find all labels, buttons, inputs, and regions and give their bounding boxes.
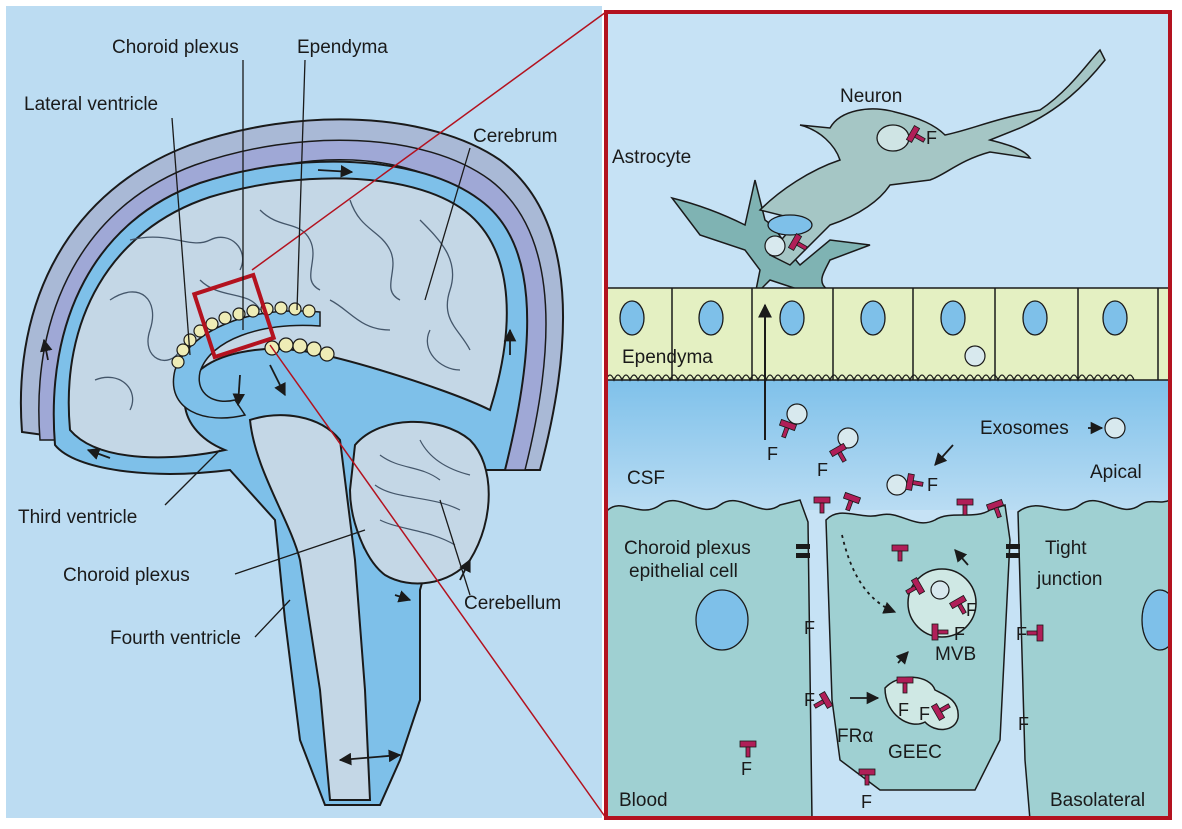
nucleus-icon	[1023, 301, 1047, 335]
label-choroid-plexus-top: Choroid plexus	[112, 37, 239, 58]
nucleus-icon	[1142, 590, 1178, 650]
label-astrocyte: Astrocyte	[612, 147, 691, 168]
label-folate: F	[1018, 714, 1029, 734]
nucleus-icon	[1103, 301, 1127, 335]
label-choroid-plexus-epithelial-cell-line1: Choroid plexus	[624, 538, 751, 559]
label-ependyma-right: Ependyma	[622, 347, 713, 368]
folate-receptor-icon	[957, 499, 973, 505]
label-choroid-plexus-epithelial-cell-line2: epithelial cell	[629, 561, 738, 582]
label-folate: F	[804, 690, 815, 710]
folate-receptor-icon	[897, 677, 913, 683]
folate-receptor-icon	[859, 769, 875, 775]
folate-receptor-icon	[740, 741, 756, 747]
label-folate: F	[954, 624, 965, 644]
label-choroid-plexus-bottom: Choroid plexus	[63, 565, 190, 586]
folate-receptor-icon	[892, 545, 908, 551]
label-folate: F	[898, 700, 909, 720]
label-cerebrum: Cerebrum	[473, 126, 557, 147]
nucleus-icon	[699, 301, 723, 335]
label-apical: Apical	[1090, 462, 1142, 483]
nucleus-icon	[780, 301, 804, 335]
label-fourth-ventricle: Fourth ventricle	[110, 628, 241, 649]
exosome-icon	[787, 404, 807, 424]
label-tight-junction-line2: junction	[1036, 569, 1103, 590]
label-lateral-ventricle: Lateral ventricle	[24, 94, 158, 115]
cerebellum	[350, 422, 489, 584]
exosome-icon	[765, 236, 785, 256]
label-folate: F	[817, 460, 828, 480]
nucleus-icon	[696, 590, 748, 650]
label-blood: Blood	[619, 790, 668, 811]
label-mvb: MVB	[935, 644, 976, 665]
label-neuron: Neuron	[840, 86, 902, 107]
right-panel-cellular-inset: Neuron Astrocyte Ependyma Exosomes CSF A…	[606, 12, 1178, 820]
label-folate: F	[1016, 624, 1027, 644]
nucleus-icon	[861, 301, 885, 335]
exosome-icon	[1105, 418, 1125, 438]
folate-receptor-icon	[1037, 625, 1043, 641]
label-folate: F	[741, 759, 752, 779]
label-folate: F	[926, 128, 937, 148]
label-folate: F	[927, 475, 938, 495]
label-folate: F	[804, 618, 815, 638]
left-panel-brain-sagittal: Choroid plexus Ependyma Lateral ventricl…	[6, 6, 606, 818]
label-third-ventricle: Third ventricle	[18, 507, 137, 528]
label-folate: F	[919, 704, 930, 724]
label-folate: F	[767, 444, 778, 464]
folate-receptor-icon	[814, 497, 830, 503]
exosome-icon	[965, 346, 985, 366]
label-exosomes: Exosomes	[980, 418, 1069, 439]
nucleus-icon	[941, 301, 965, 335]
astrocyte-nucleus-icon	[768, 215, 812, 235]
label-geec: GEEC	[888, 742, 942, 763]
label-tight-junction-line1: Tight	[1045, 538, 1087, 559]
label-folate: F	[966, 600, 977, 620]
exosome-icon	[931, 581, 949, 599]
choroid-epithelium-right-cell	[1018, 500, 1170, 820]
label-cerebellum: Cerebellum	[464, 593, 561, 614]
label-folate: F	[861, 792, 872, 812]
label-basolateral: Basolateral	[1050, 790, 1145, 811]
label-ependyma-left: Ependyma	[297, 37, 388, 58]
label-csf: CSF	[627, 468, 665, 489]
folate-receptor-icon	[932, 624, 938, 640]
neuron-nucleus-icon	[877, 125, 909, 151]
nucleus-icon	[620, 301, 644, 335]
exosome-icon	[887, 475, 907, 495]
label-fr-alpha: FRα	[837, 726, 873, 747]
